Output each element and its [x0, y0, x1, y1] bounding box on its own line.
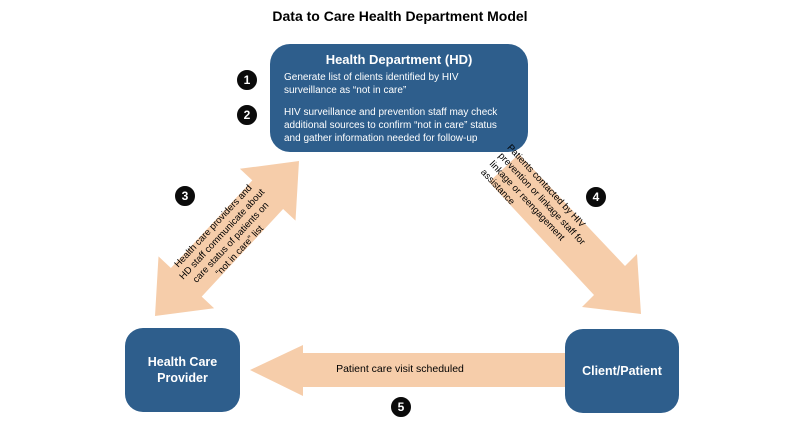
step-badge-3: 3 [173, 184, 197, 208]
step-badge-5: 5 [389, 395, 413, 419]
health-care-provider-label: Health Care Provider [147, 355, 218, 385]
arrow-client-provider [250, 345, 566, 396]
step-badge-1: 1 [235, 68, 259, 92]
health-department-step2-text: HIV surveillance and prevention staff ma… [284, 107, 498, 144]
node-client-patient: Client/Patient [565, 329, 679, 413]
arrow-label-client-provider: Patient care visit scheduled [336, 363, 464, 375]
arrow-hd-client [489, 154, 641, 314]
node-health-care-provider: Health Care Provider [125, 328, 240, 412]
step-badge-4: 4 [584, 185, 608, 209]
client-patient-label: Client/Patient [582, 364, 662, 378]
arrow-provider-hd-double [155, 161, 299, 316]
health-department-title: Health Department (HD) [325, 52, 473, 67]
health-department-step1-text: Generate list of clients identified by H… [284, 72, 459, 96]
node-health-department: Health Department (HD) Generate list of … [270, 44, 528, 152]
diagram-title: Data to Care Health Department Model [272, 8, 528, 24]
step-badge-2: 2 [235, 103, 259, 127]
